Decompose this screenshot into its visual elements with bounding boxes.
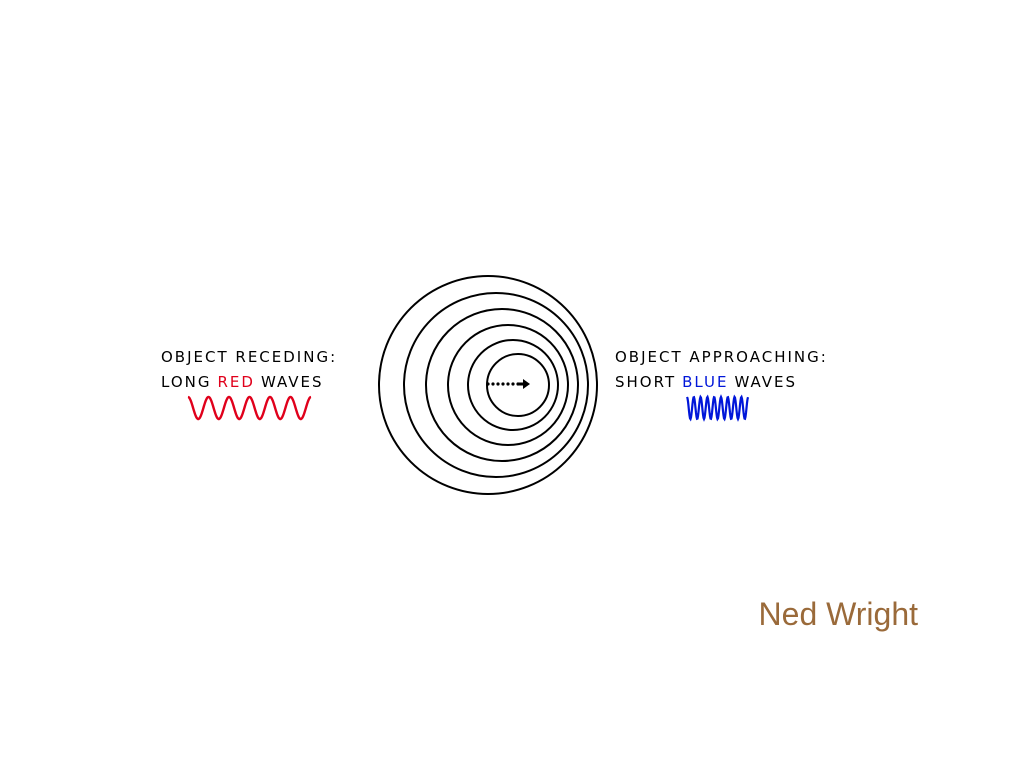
- wavefront-circle-4: [447, 324, 569, 446]
- long-red-wave: [187, 395, 312, 421]
- short-blue-wave: [685, 394, 750, 422]
- wavefront-circle-5: [467, 339, 559, 431]
- wavefront-circle-1: [378, 275, 598, 495]
- author-credit: Ned Wright: [758, 596, 918, 632]
- blue-word: BLUE: [682, 373, 729, 391]
- receding-heading: OBJECT RECEDING:: [161, 348, 338, 366]
- wavefront-circle-3: [425, 308, 579, 462]
- red-word: RED: [217, 373, 255, 391]
- approaching-heading: OBJECT APPROACHING:: [615, 348, 828, 366]
- motion-arrow: [486, 379, 530, 389]
- wavefront-circle-2: [403, 292, 589, 478]
